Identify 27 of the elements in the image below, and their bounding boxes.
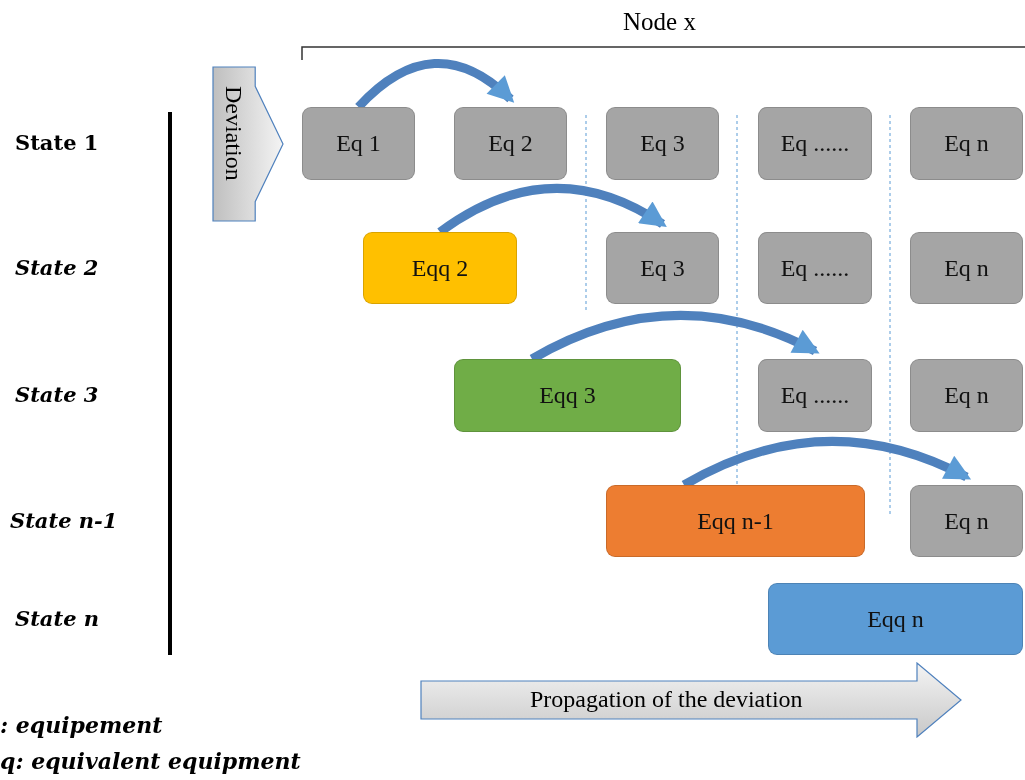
state-label: State 1	[15, 130, 99, 155]
equivalent-equipment-box: Eqq 2	[363, 232, 517, 304]
equipment-box: Eq 1	[302, 107, 415, 180]
equipment-box: Eq ......	[758, 359, 872, 432]
legend-text: : equipement	[0, 712, 163, 738]
arrow-text: Deviation	[220, 86, 248, 181]
legend-text: q: equivalent equipment	[0, 748, 301, 774]
state-label: State 2	[15, 255, 99, 280]
equipment-box: Eq n	[910, 107, 1023, 180]
equipment-box: Eq 2	[454, 107, 567, 180]
block-arrow	[212, 66, 284, 222]
equipment-box: Eq ......	[758, 232, 872, 304]
equipment-box: Eq ......	[758, 107, 872, 180]
equipment-box: Eq 3	[606, 232, 719, 304]
equivalent-equipment-box: Eqq n	[768, 583, 1023, 655]
block-arrow	[420, 662, 962, 738]
equipment-box: Eq n	[910, 485, 1023, 557]
state-label: State n-1	[10, 508, 118, 533]
equipment-box: Eq n	[910, 232, 1023, 304]
equivalent-equipment-box: Eqq 3	[454, 359, 681, 432]
equivalent-equipment-box: Eqq n-1	[606, 485, 865, 557]
equipment-box: Eq n	[910, 359, 1023, 432]
state-label: State 3	[15, 382, 99, 407]
equipment-box: Eq 3	[606, 107, 719, 180]
state-label: State n	[15, 606, 100, 631]
node-label: Node x	[623, 8, 696, 36]
arrow-text: Propagation of the deviation	[530, 685, 803, 714]
